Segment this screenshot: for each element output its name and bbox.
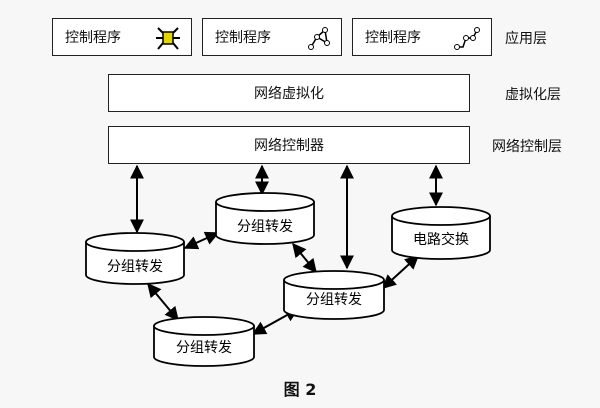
app-box-3: 控制程序 xyxy=(352,18,492,56)
bug-icon xyxy=(156,27,180,50)
link-n1-n3 xyxy=(147,282,179,322)
app-label-2: 控制程序 xyxy=(215,30,271,46)
app-layer-label: 应用层 xyxy=(505,31,547,47)
controller-box: 网络控制器 xyxy=(108,126,470,164)
node-n1-label: 分组转发 xyxy=(107,259,163,275)
virtualization-layer-label: 虚拟化层 xyxy=(505,87,561,103)
control-layer-label: 网络控制层 xyxy=(492,139,562,155)
link-n2-n4 xyxy=(292,242,317,274)
node-n3-packet-forwarding: 分组转发 xyxy=(153,316,255,367)
link-n4-n5 xyxy=(381,255,420,289)
node-n5-label: 电路交换 xyxy=(413,231,469,248)
node-n4-packet-forwarding: 分组转发 xyxy=(283,270,385,320)
node-n3-label: 分组转发 xyxy=(176,340,232,356)
node-n4-label: 分组转发 xyxy=(306,292,362,308)
node-n2-packet-forwarding: 分组转发 xyxy=(215,192,315,245)
link-n1-n2 xyxy=(183,231,220,250)
figure-caption: 图 2 xyxy=(283,380,317,399)
path-icon xyxy=(454,27,480,50)
virtualization-box: 网络虚拟化 xyxy=(108,74,470,112)
app-box-2: 控制程序 xyxy=(202,18,342,56)
node-n2-label: 分组转发 xyxy=(237,219,293,235)
app-label-1: 控制程序 xyxy=(65,30,121,46)
app-label-3: 控制程序 xyxy=(365,30,421,46)
node-n1-packet-forwarding: 分组转发 xyxy=(85,232,185,285)
app-box-1: 控制程序 xyxy=(52,18,192,56)
graph-icon xyxy=(308,27,330,50)
node-n5-circuit-switching: 电路交换 xyxy=(391,206,491,260)
